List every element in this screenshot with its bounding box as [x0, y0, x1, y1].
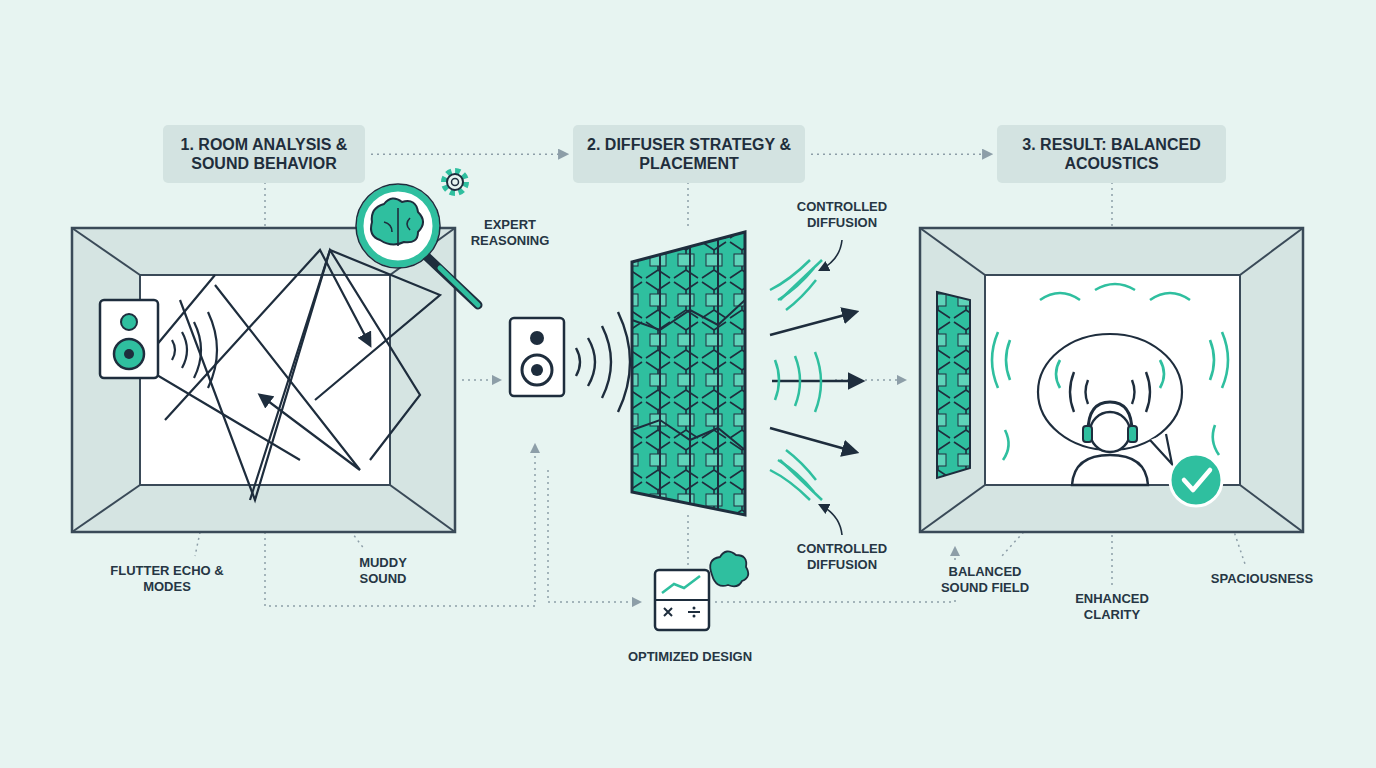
step-title: 1. ROOM ANALYSIS & SOUND BEHAVIOR: [175, 135, 353, 173]
annotation-label: ENHANCED CLARITY: [1058, 590, 1166, 623]
annotation-label: CONTROLLED DIFFUSION: [784, 540, 900, 573]
annotation-label: FLUTTER ECHO & MODES: [105, 562, 229, 595]
step-header: 1. ROOM ANALYSIS & SOUND BEHAVIOR: [163, 125, 365, 183]
annotation-label: BALANCED SOUND FIELD: [927, 563, 1043, 596]
annotation-label: SPACIOUSNESS: [1195, 570, 1329, 588]
flow-arrow: [371, 153, 567, 155]
speaker: [510, 312, 630, 412]
annotation-label: OPTIMIZED DESIGN: [603, 648, 777, 666]
annotation-label: EXPERT REASONING: [463, 216, 557, 249]
room-analysis: [72, 171, 478, 532]
diffuser-panel: [632, 232, 862, 535]
step-title: 2. DIFFUSER STRATEGY & PLACEMENT: [585, 135, 793, 173]
design-icon: [655, 551, 748, 630]
step-header: 2. DIFFUSER STRATEGY & PLACEMENT: [573, 125, 805, 183]
step-title: 3. RESULT: BALANCED ACOUSTICS: [1009, 135, 1214, 173]
annotation-label: MUDDY SOUND: [345, 554, 421, 587]
step-header: 3. RESULT: BALANCED ACOUSTICS: [997, 125, 1226, 183]
result-room: [920, 228, 1303, 532]
annotation-label: CONTROLLED DIFFUSION: [784, 198, 900, 231]
flow-arrow: [811, 153, 991, 155]
